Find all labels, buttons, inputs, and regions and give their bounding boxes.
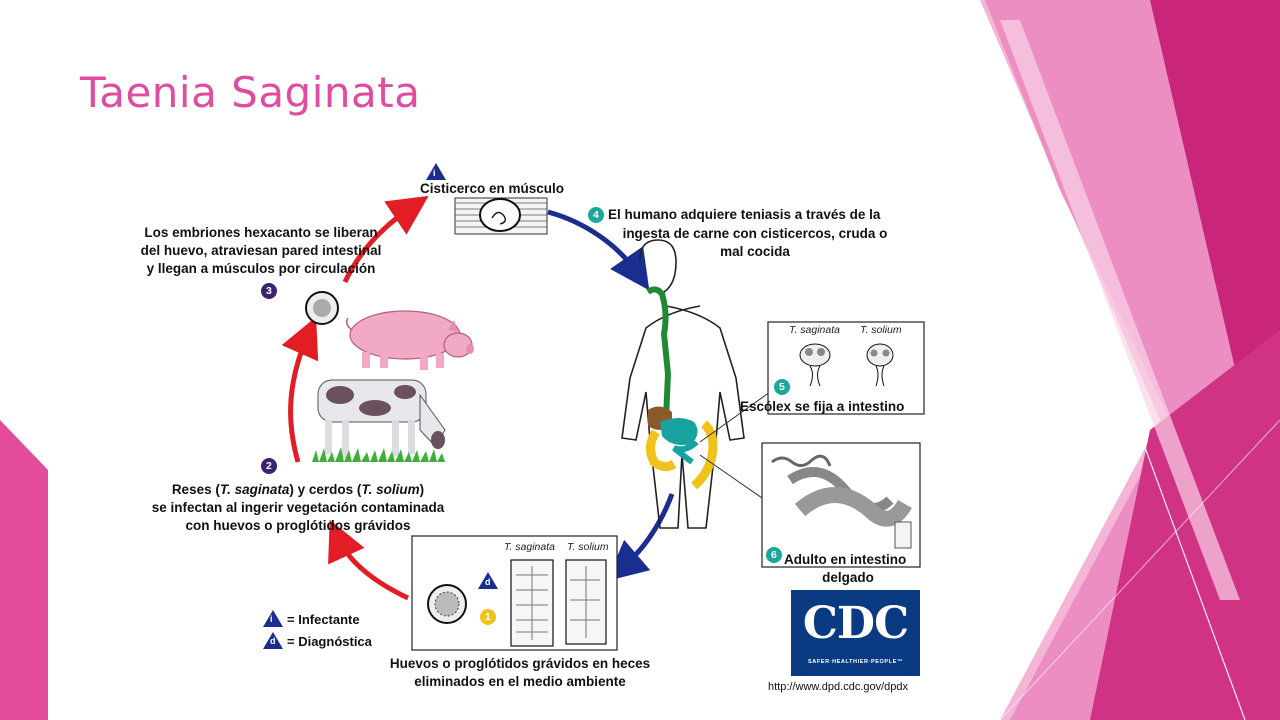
stage-5-label: Escólex se fija a intestino bbox=[740, 399, 905, 414]
stage-1-line-1: Huevos o proglótidos grávidos en heces bbox=[389, 656, 651, 671]
stage-2-species-saginata: T. saginata bbox=[219, 482, 290, 497]
scolex-saginata-illustration bbox=[799, 343, 831, 387]
pig-illustration bbox=[345, 310, 474, 370]
scolex-species-solium: T. solium bbox=[860, 324, 902, 336]
cdc-logo-tagline: SAFER·HEALTHIER·PEOPLE™ bbox=[808, 659, 903, 665]
cdc-url[interactable]: http://www.dpd.cdc.gov/dpdx bbox=[768, 681, 909, 693]
stage-i-label: Cisticerco en músculo bbox=[420, 181, 565, 196]
cow-illustration bbox=[312, 379, 446, 462]
badge-1-text: 1 bbox=[485, 611, 491, 623]
pink-panel-dark-bottom bbox=[1090, 330, 1280, 720]
arrow-cycle-blue-top bbox=[547, 209, 650, 291]
stage-2-species-solium: T. solium bbox=[361, 482, 420, 497]
legend-infective-icon bbox=[263, 610, 283, 627]
stage-1-line-2: eliminados en el medio ambiente bbox=[414, 674, 626, 689]
badge-infective-stage-i bbox=[426, 163, 446, 180]
badge-step-5 bbox=[774, 379, 790, 395]
cysticercus-muscle-illustration bbox=[454, 197, 548, 235]
stage-6-line-2: delgado bbox=[822, 570, 874, 585]
stage-2-text-a: Reses ( bbox=[171, 482, 220, 497]
badge-step-1 bbox=[480, 609, 496, 625]
badge-step-3 bbox=[261, 283, 277, 299]
stage-3-line-2: del huevo, atraviesan pared intestinal bbox=[140, 243, 382, 258]
scolex-solium-illustration bbox=[866, 343, 894, 387]
proglottid-species-solium: T. solium bbox=[567, 541, 609, 553]
legend-i-text: i bbox=[270, 614, 273, 624]
life-cycle-diagram bbox=[261, 163, 925, 651]
scolex-species-saginata: T. saginata bbox=[789, 324, 840, 336]
stage-3-line-3: y llegan a músculos por circulación bbox=[146, 261, 376, 276]
stage-2-line-3: con huevos o proglótidos grávidos bbox=[185, 518, 411, 533]
badge-3-text: 3 bbox=[266, 285, 272, 297]
badge-4-text: 4 bbox=[593, 209, 599, 221]
proglottid-species-saginata: T. saginata bbox=[504, 541, 555, 553]
arrow-cycle-blue-bottom bbox=[606, 493, 675, 582]
scolex-box bbox=[767, 321, 925, 415]
arrow-cycle-red-bottom bbox=[328, 519, 410, 601]
stage-2-line-2: se infectan al ingerir vegetación contam… bbox=[151, 500, 445, 515]
stage-3-line-1: Los embriones hexacanto se liberan bbox=[144, 225, 378, 240]
slide-title: Taenia Saginata bbox=[80, 68, 421, 117]
legend-d-text: d bbox=[270, 636, 276, 646]
eggs-proglottids-box bbox=[411, 535, 618, 651]
cdc-logo: CDC SAFER·HEALTHIER·PEOPLE™ bbox=[791, 590, 920, 676]
badge-diagnostic-stage-d bbox=[478, 572, 498, 589]
stage-4-line-2: ingesta de carne con cisticercos, cruda … bbox=[622, 226, 888, 241]
stage-4-line-3: mal cocida bbox=[720, 244, 790, 259]
stage-4-line-1: El humano adquiere teniasis a través de … bbox=[608, 207, 881, 222]
badge-5-text: 5 bbox=[779, 381, 785, 393]
pink-left-edge bbox=[0, 420, 48, 720]
stage-6-line-1: Adulto en intestino bbox=[784, 552, 907, 567]
hexacanth-embryo-illustration bbox=[305, 291, 339, 325]
legend-diagnostica-label: = Diagnóstica bbox=[287, 634, 372, 649]
stage-2-line-1: Reses (T. saginata) y cerdos (T. solium) bbox=[138, 482, 458, 498]
badge-6-text: 6 bbox=[771, 549, 777, 561]
badge-step-6 bbox=[766, 547, 782, 563]
badge-step-2 bbox=[261, 458, 277, 474]
legend-diagnostic-icon bbox=[263, 632, 283, 649]
badge-step-4 bbox=[588, 207, 604, 223]
badge-2-text: 2 bbox=[266, 460, 272, 472]
badge-i-text: i bbox=[433, 168, 436, 178]
pink-panel-streak bbox=[1000, 20, 1240, 600]
badge-d-text: d bbox=[485, 577, 491, 587]
human-illustration bbox=[621, 239, 771, 529]
stage-2-text-c: ) y cerdos ( bbox=[289, 482, 362, 497]
legend-infectante-label: = Infectante bbox=[287, 612, 360, 627]
adult-worm-box bbox=[761, 442, 921, 568]
arrow-cycle-red-top bbox=[342, 195, 429, 284]
cdc-logo-mark: CDC bbox=[802, 598, 909, 649]
stage-2-text-e: ) bbox=[419, 482, 425, 497]
arrow-cycle-red-left bbox=[281, 316, 319, 463]
